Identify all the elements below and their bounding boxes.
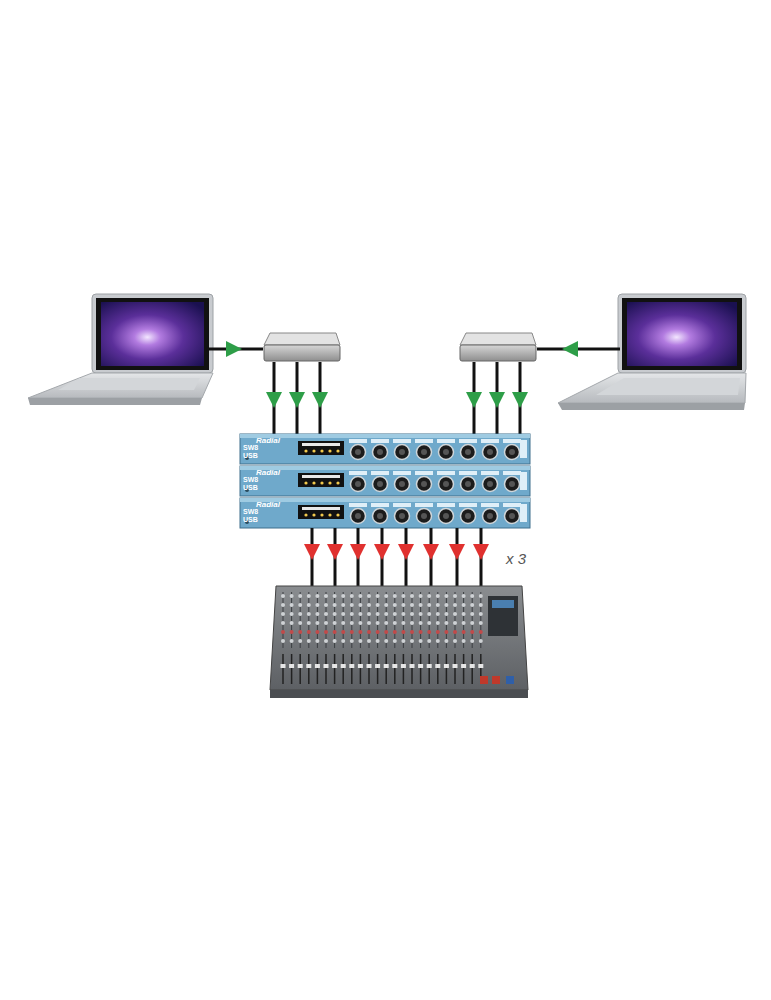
green-arrowheads (226, 341, 578, 357)
red-arrowhead (304, 544, 320, 560)
rack-unit (240, 466, 530, 496)
rack-unit (240, 434, 530, 464)
output-wires (304, 528, 489, 588)
laptop-left (28, 294, 213, 405)
brand-name: Radial (256, 437, 280, 445)
rack-unit (240, 498, 530, 528)
red-arrowhead (398, 544, 414, 560)
brand-name: Radial (256, 469, 280, 477)
model-name: SW8 (243, 444, 258, 451)
usb-interface-right (460, 333, 536, 361)
brand-name: Radial (256, 501, 280, 509)
red-arrowhead (327, 544, 343, 560)
green-arrowheads-down (266, 392, 528, 408)
switcher-rack (240, 434, 530, 528)
model-name: USB (243, 452, 258, 459)
model-name: USB (243, 516, 258, 523)
laptop-right (558, 294, 746, 410)
model-name: SW8 (243, 476, 258, 483)
red-arrowhead (423, 544, 439, 560)
mixing-console (270, 586, 528, 698)
usb-wires (206, 348, 620, 351)
red-arrowhead (374, 544, 390, 560)
red-arrowhead (449, 544, 465, 560)
usb-interface-left (264, 333, 340, 361)
red-arrowhead (473, 544, 489, 560)
red-arrowhead (350, 544, 366, 560)
model-name: USB (243, 484, 258, 491)
model-name: SW8 (243, 508, 258, 515)
quantity-note: x 3 (506, 551, 526, 566)
input-wires (274, 362, 520, 434)
